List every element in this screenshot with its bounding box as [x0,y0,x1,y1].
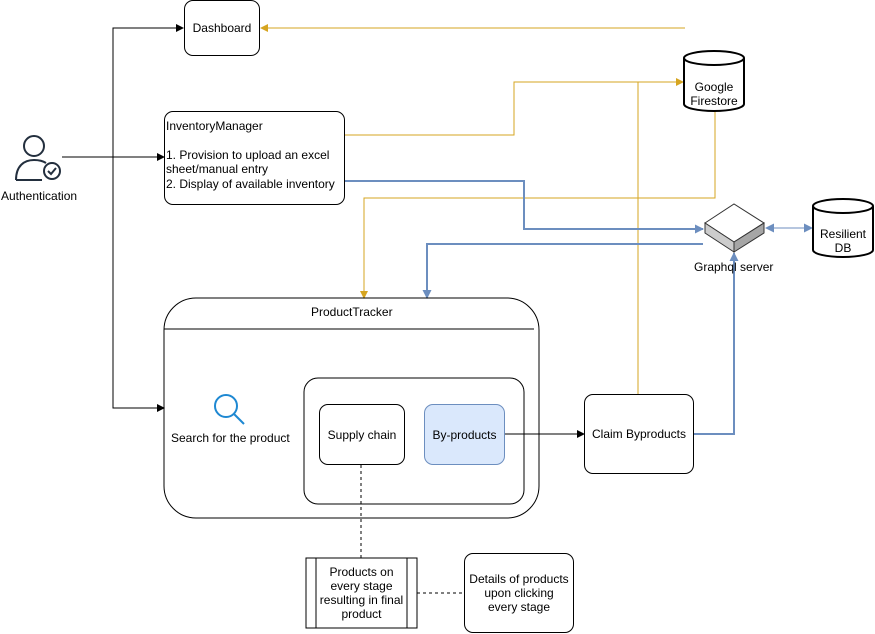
inventory-manager-title: InventoryManager [166,119,263,133]
graphql-server-label: Graphql server [694,260,774,274]
search-icon [214,394,245,425]
products-on-stage-label: Products on every stage resulting in fin… [319,565,404,621]
graphql-to-producttracker-edge [422,243,703,299]
auth-connectors [62,24,585,438]
dashboard-label: Dashboard [192,21,252,35]
inventory-to-firestore-edge [345,78,684,136]
product-tracker-container [163,297,540,519]
firestore-to-producttracker-edge [360,110,716,299]
google-firestore-label: Google Firestore [684,80,744,108]
resilient-db-line-2: DB [834,241,852,255]
by-products-node[interactable]: By-products [424,404,505,465]
authentication-label: Authentication [1,189,78,203]
dashboard-node[interactable]: Dashboard [184,0,260,56]
supply-chain-node[interactable]: Supply chain [319,404,405,465]
by-products-label: By-products [432,427,497,442]
inventory-manager-item-2: 2. Display of available inventory [166,177,335,191]
auth-to-dashboard-edge [112,24,184,157]
claim-byproducts-label: Claim Byproducts [591,427,687,441]
server-icon [704,203,765,253]
resilient-db-cylinder [812,198,874,258]
detail-connectors [360,465,464,594]
inventory-manager-node[interactable]: InventoryManager 1. Provision to upload … [164,111,345,205]
product-tracker-title: ProductTracker [311,305,393,319]
inventory-manager-item-1: 1. Provision to upload an excel sheet/ma… [166,148,330,176]
search-product-label[interactable]: Search for the product [171,431,290,445]
google-firestore-line-2: Firestore [690,94,738,108]
user-check-icon [15,135,61,181]
supply-chain-label: Supply chain [327,427,397,442]
details-of-products-node[interactable]: Details of products upon clicking every … [464,553,574,633]
claim-byproducts-node[interactable]: Claim Byproducts [584,394,694,474]
firestore-connectors [260,24,716,394]
products-on-stage-box [305,557,418,629]
inner-products-container [303,377,525,505]
details-of-products-label: Details of products upon clicking every … [469,572,569,614]
resilient-db-label: Resilient DB [813,227,873,255]
google-firestore-line-1: Google [694,80,734,94]
auth-to-producttracker-edge [112,157,165,412]
claim-to-graphql-edge [694,252,739,435]
database-icon [683,50,745,112]
resilient-db-line-1: Resilient [819,227,867,241]
inventory-to-graphql-edge [345,180,704,234]
graphql-connectors [345,180,739,435]
